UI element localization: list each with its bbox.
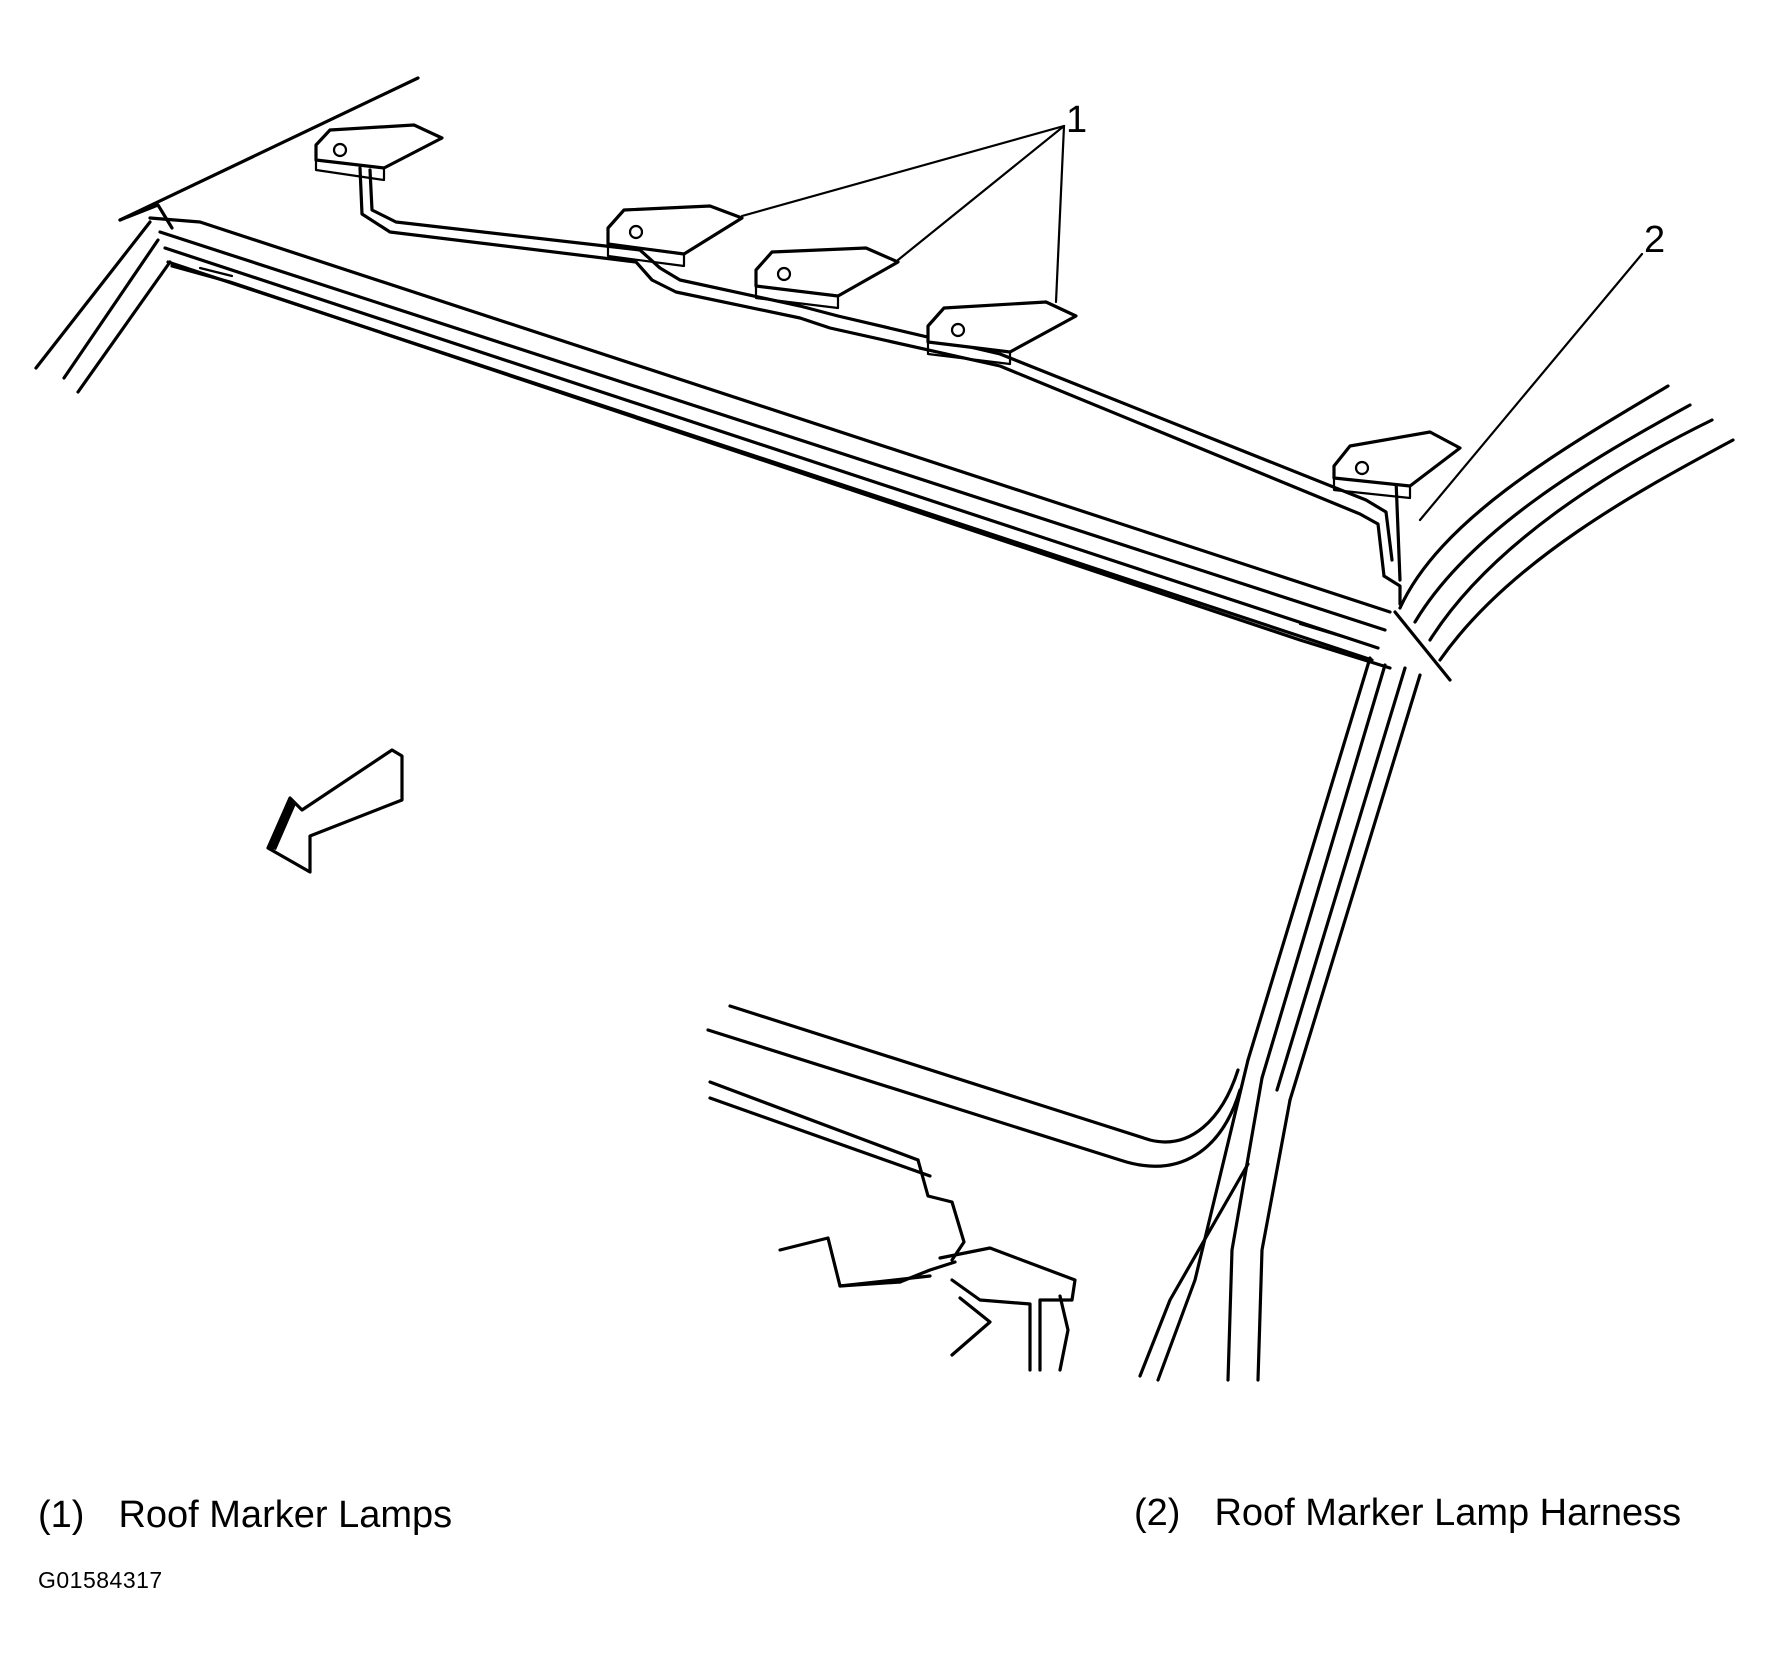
legend-item-2-number: (2) [1134, 1492, 1181, 1534]
roof-marker-lamp-4 [926, 300, 1078, 366]
legend-item-2: (2) Roof Marker Lamp Harness [1134, 1492, 1681, 1535]
legend-item-2-label: Roof Marker Lamp Harness [1214, 1492, 1682, 1534]
callout-2-label: 2 [1644, 219, 1665, 261]
legend-item-1-label: Roof Marker Lamps [118, 1494, 453, 1536]
roof-marker-lamp-1 [314, 123, 444, 182]
roof-marker-lamp-harness [358, 166, 1402, 606]
roof-marker-lamp-3 [754, 246, 900, 310]
legend-item-1: (1) Roof Marker Lamps [38, 1494, 452, 1537]
roof-marker-lamp-2 [606, 204, 744, 268]
door-frame-upper [1398, 384, 1735, 662]
roof-rail [148, 216, 1392, 670]
figure-id: G01584317 [38, 1567, 163, 1593]
legend-item-1-number: (1) [38, 1494, 85, 1536]
a-pillar [1138, 610, 1452, 1382]
callout-leaders [740, 124, 1644, 522]
callout-1-label: 1 [1066, 99, 1087, 141]
cab-roof-outline [34, 76, 420, 394]
windshield-lower-edge [706, 1004, 1242, 1372]
roof-marker-lamp-5 [1332, 430, 1462, 500]
front-direction-arrow [266, 748, 404, 874]
